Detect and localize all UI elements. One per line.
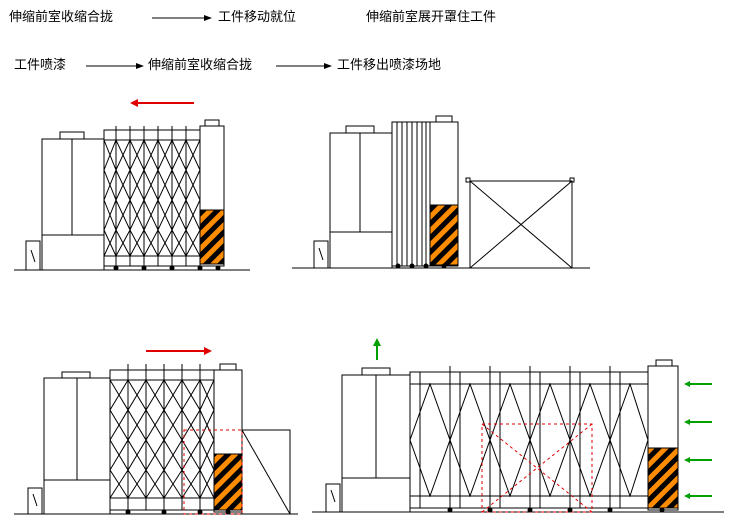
arrow-left-icon — [684, 493, 712, 499]
caption-retract-1: 伸缩前室收缩合拢 — [9, 10, 114, 25]
control-box — [325, 483, 341, 513]
panel-retracted — [14, 119, 250, 271]
caption-workpiece-out: 工件移出喷漆场地 — [337, 58, 442, 73]
arrow-left-icon — [684, 457, 712, 463]
hazard-panel — [199, 209, 225, 265]
workpiece — [469, 180, 573, 269]
arrow-up-icon — [373, 338, 381, 360]
folding-columns — [419, 366, 621, 508]
folding-columns — [127, 364, 201, 510]
workpiece-hidden-outline — [481, 423, 593, 513]
arrow-left-icon — [684, 381, 712, 387]
folding-columns — [115, 126, 187, 266]
workpiece-hidden-outline — [183, 429, 243, 515]
hazard-panel — [429, 204, 459, 266]
arrow-left-icon — [130, 99, 194, 107]
airflow-arrows — [684, 381, 712, 499]
caption-spray: 工件喷漆 — [14, 58, 67, 73]
caption-workpiece-in: 工件移动就位 — [218, 10, 297, 25]
flow-arrow-1 — [152, 15, 212, 21]
control-box — [25, 240, 41, 271]
booth-body — [329, 132, 393, 269]
panel-extend-cover — [14, 363, 298, 515]
arrow-left-icon — [684, 419, 712, 425]
caption-retract-2: 伸缩前室收缩合拢 — [148, 58, 253, 73]
hazard-panel — [647, 447, 679, 509]
flow-arrow-2 — [86, 63, 144, 69]
flow-arrow-3 — [276, 63, 332, 69]
panel-spraying — [312, 359, 724, 513]
control-box — [27, 487, 43, 515]
folded-panels — [391, 121, 431, 267]
booth-body — [41, 138, 105, 271]
scissor-links — [409, 382, 649, 442]
control-box — [313, 240, 329, 269]
caption-extend-cover: 伸缩前室展开罩住工件 — [366, 10, 497, 25]
workpiece — [241, 429, 291, 515]
arrow-right-icon — [146, 347, 212, 355]
hazard-panel — [213, 453, 243, 511]
panel-workpiece-in — [292, 115, 590, 269]
